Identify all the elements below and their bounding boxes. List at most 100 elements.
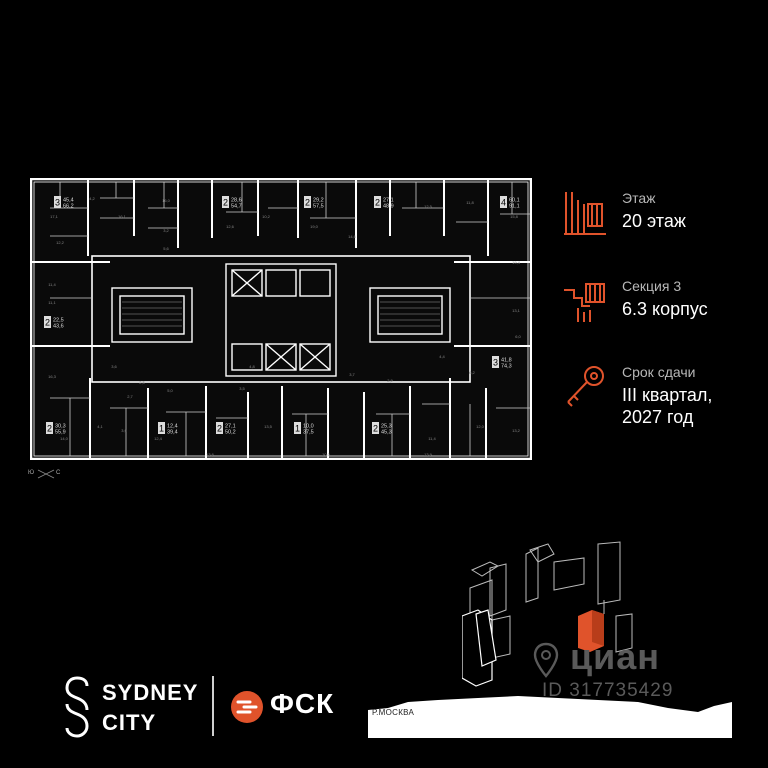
completion-label: Срок сдачи	[622, 364, 696, 380]
fsk-logo-icon	[231, 691, 263, 723]
site-plan	[462, 541, 633, 687]
room-area-label: 2,7	[127, 394, 133, 399]
room-area-label: 13,5	[264, 424, 273, 429]
room-area-label: 6,2	[469, 370, 475, 375]
apartment-living-area: 12,4	[167, 424, 178, 430]
location-pin-icon	[533, 642, 559, 678]
room-area-label: 4,8	[249, 364, 255, 369]
room-area-label: 4,2	[89, 196, 95, 201]
room-area-label: 15,8	[510, 214, 519, 219]
apartment-total-area: 66,2	[63, 204, 74, 210]
sydney-city-logo-text: SYDNEY CITY	[102, 678, 198, 738]
apartment-total-area: 45,3	[381, 430, 392, 436]
sydney-city-logo-icon	[65, 676, 89, 738]
cian-watermark: циан ID 317735429	[532, 636, 722, 702]
apartment-living-area: 41,8	[501, 358, 512, 364]
completion-info: Срок сдачи III квартал, 2027 год	[562, 364, 752, 434]
section-value: 6.3 корпус	[622, 299, 708, 319]
apartment-rooms: 3	[55, 198, 60, 208]
room-area-label: 2,5	[139, 380, 145, 385]
room-area-label: 2,9	[387, 378, 393, 383]
river-label: Р.МОСКВА	[372, 708, 415, 717]
apartment-rooms: 2	[373, 424, 378, 434]
apartment-living-area: 30,3	[55, 424, 66, 430]
fsk-logo-text: ФСК	[270, 688, 335, 719]
room-area-label: 11,8	[466, 200, 474, 205]
apartment-living-area: 45,4	[63, 198, 74, 204]
brand-line1: SYDNEY	[102, 680, 199, 705]
apartment-total-area: 74,3	[501, 364, 512, 370]
apartment-total-area: 55,9	[55, 430, 66, 436]
apartment-total-area: 91,1	[509, 204, 520, 210]
room-area-label: 11,4	[48, 282, 56, 287]
room-area-label: 17,1	[50, 214, 59, 219]
completion-value-line2: 2027 год	[622, 407, 694, 427]
floor-value: 20 этаж	[622, 211, 686, 231]
completion-value-line1: III квартал,	[622, 385, 713, 405]
section-label: Секция 3	[622, 278, 682, 294]
room-area-label: 3,9	[121, 428, 127, 433]
room-area-label: 13,2	[512, 428, 521, 433]
room-area-label: 3,7	[349, 372, 355, 377]
room-area-label: 16,1	[118, 214, 127, 219]
room-area-label: 3,2	[163, 228, 169, 233]
apartment-rooms: 2	[375, 198, 380, 208]
room-area-label: 16,3	[48, 374, 57, 379]
apartment-living-area: 27,1	[225, 424, 236, 430]
apartment-rooms: 1	[295, 424, 300, 434]
room-area-label: 5,0	[167, 388, 173, 393]
key-icon	[567, 366, 604, 407]
room-area-label: 11,4	[428, 436, 436, 441]
apartment-rooms: 2	[217, 424, 222, 434]
apartment-total-area: 39,4	[167, 430, 178, 436]
floor-label: Этаж	[622, 190, 656, 206]
room-area-label: 19,0	[310, 224, 319, 229]
room-area-label: 4,1	[97, 424, 103, 429]
apartment-rooms: 2	[223, 198, 228, 208]
apartment-total-area: 50,2	[225, 430, 236, 436]
apartment-living-area: 28,6	[231, 198, 242, 204]
room-area-label: 6,0	[515, 334, 521, 339]
room-area-label: 13,6	[206, 452, 215, 457]
river-strip	[368, 696, 732, 738]
apartment-living-area: 22,5	[53, 318, 64, 324]
building-floor-icon	[564, 192, 606, 235]
room-area-label: 12,4	[154, 436, 163, 441]
apartment-rooms: 4	[501, 198, 506, 208]
section-info: Секция 3 6.3 корпус	[562, 278, 752, 328]
apartment-rooms: 2	[45, 318, 50, 328]
apartment-rooms: 3	[493, 358, 498, 368]
apartment-rooms: 2	[305, 198, 310, 208]
room-area-label: 3,5	[239, 386, 245, 391]
compass-icon: Ю С	[28, 469, 61, 479]
room-area-label: 19,4	[512, 260, 521, 265]
compass-north: Ю	[28, 470, 34, 476]
apartment-living-area: 10,0	[303, 424, 314, 430]
room-area-label: 11,1	[48, 300, 56, 305]
room-area-label: 12,5	[424, 204, 433, 209]
apartment-total-area: 37,5	[303, 430, 314, 436]
apartment-living-area: 29,2	[313, 198, 324, 204]
stairs-section-icon	[564, 283, 605, 322]
apartment-living-area: 60,1	[509, 198, 520, 204]
apartment-rooms: 1	[159, 424, 164, 434]
apartment-living-area: 27,1	[383, 198, 394, 204]
room-area-label: 10,0	[322, 452, 331, 457]
floor-info: Этаж 20 этаж	[562, 190, 752, 240]
room-area-label: 3,6	[111, 364, 117, 369]
apartment-total-area: 54,7	[231, 204, 242, 210]
room-area-label: 14,6	[348, 234, 357, 239]
